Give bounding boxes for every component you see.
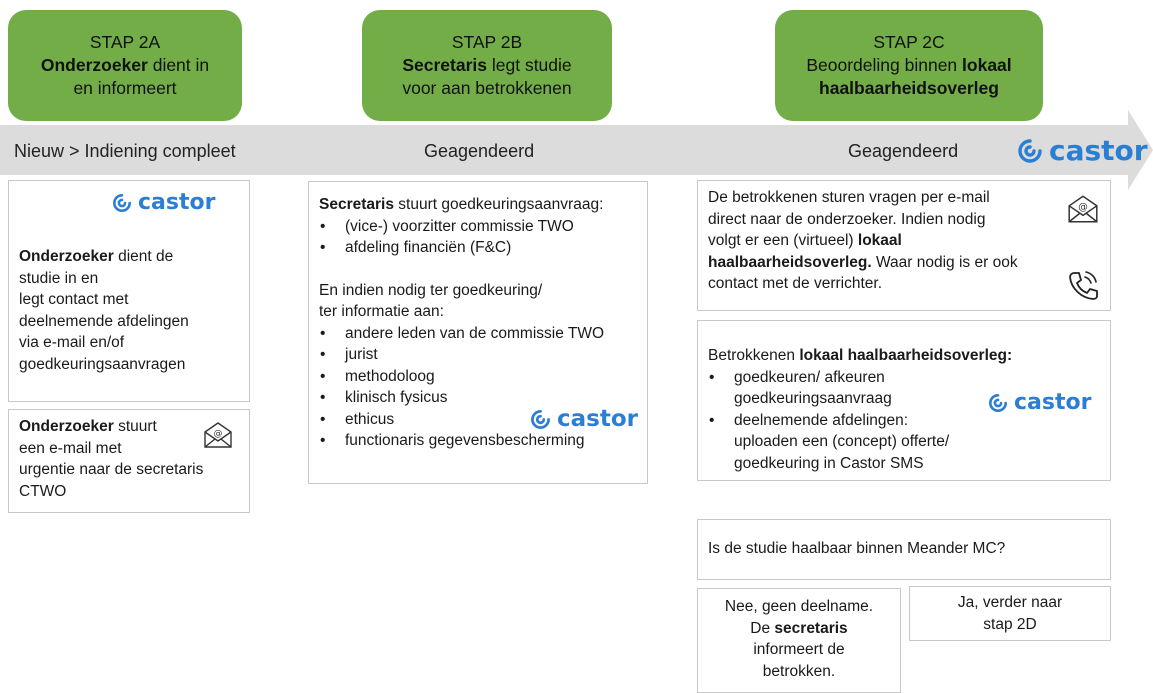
- col2-mid-line2: ter informatie aan:: [319, 303, 444, 320]
- castor-logo-text: castor: [138, 190, 216, 215]
- col3-questions-box: De betrokkenen sturen vragen per e-mail …: [697, 180, 1111, 311]
- phase-label-2b: Geagendeerd: [424, 141, 535, 161]
- step-2c-bold-line2: haalbaarheidsoverleg: [819, 78, 999, 98]
- col2-list-approval: (vice-) voorzitter commissie TWO afdelin…: [319, 216, 639, 259]
- list-item: deelnemende afdelingen: uploaden een (co…: [708, 410, 1100, 475]
- col1-box1-line6: goedkeuringsaanvragen: [19, 355, 186, 373]
- list-item: ethicus: [319, 409, 639, 431]
- col1-box1-line5: via e-mail en/of: [19, 334, 125, 351]
- phase-label-2a: Nieuw > Indiening compleet: [14, 141, 236, 161]
- col3-box1-line3: volgt er een (virtueel): [708, 232, 858, 249]
- col1-box2-line2: een e-mail met: [19, 439, 122, 457]
- feasibility-question-box: Is de studie haalbaar binnen Meander MC?: [697, 519, 1111, 580]
- col2-mid-line1: En indien nodig ter goedkeuring/: [319, 281, 543, 299]
- list-item-line: goedkeuren/ afkeuren: [734, 368, 885, 386]
- col3-box1-line4: Waar nodig is er ook: [871, 253, 1018, 271]
- list-item: jurist: [319, 344, 639, 366]
- step-2b-title: STAP 2B: [451, 32, 523, 52]
- col1-box2-role: Onderzoeker: [19, 418, 114, 435]
- col1-box1-line4: deelnemende afdelingen: [19, 312, 189, 330]
- step-2a-header: STAP 2A Onderzoeker dient in en informee…: [8, 10, 242, 121]
- list-item: (vice-) voorzitter commissie TWO: [319, 216, 639, 238]
- svg-text:@: @: [214, 429, 223, 439]
- castor-logo-text: castor: [557, 406, 638, 432]
- list-item: methodoloog: [319, 366, 639, 388]
- step-2a-action-line2: en informeert: [73, 78, 177, 98]
- col2-secretary-box: Secretaris stuurt goedkeuringsaanvraag: …: [308, 181, 648, 484]
- col3-box2-intro: Betrokkenen: [708, 347, 800, 364]
- col2-list-info: andere leden van de commissie TWO jurist…: [319, 323, 639, 452]
- col1-box2-line1: stuurt: [113, 418, 157, 435]
- col1-box1-line2: studie in en: [19, 269, 99, 287]
- email-icon: @: [204, 422, 232, 448]
- col2-intro: stuurt goedkeuringsaanvraag:: [393, 196, 604, 213]
- step-2b-role: Secretaris: [402, 55, 487, 75]
- col3-box1-line1: De betrokkenen sturen vragen per e-mail: [708, 189, 990, 206]
- list-item: klinisch fysicus: [319, 387, 639, 409]
- step-2a-title: STAP 2A: [89, 32, 161, 52]
- col1-submit-box: Onderzoeker dient de studie in en legt c…: [8, 180, 250, 402]
- col3-feasibility-box: Betrokkenen lokaal haalbaarheidsoverleg:…: [697, 320, 1111, 481]
- step-2c-action: Beoordeling binnen: [806, 55, 963, 75]
- list-item-line: goedkeuring in Castor SMS: [734, 454, 924, 472]
- castor-logo-arrow: castor: [1017, 134, 1148, 167]
- outcome-yes-line1: Ja, verder naar: [957, 594, 1063, 611]
- step-2a-role: Onderzoeker: [40, 55, 148, 75]
- outcome-no-line1: Nee, geen deelname.: [724, 598, 874, 615]
- outcome-no-line3: informeert de: [753, 641, 845, 658]
- col3-box1-line5: contact met de verrichter.: [708, 275, 883, 292]
- phase-label-2c: Geagendeerd: [848, 141, 959, 161]
- outcome-yes-line2: stap 2D: [983, 615, 1037, 633]
- list-item-line: deelnemende afdelingen:: [734, 411, 909, 429]
- col1-box1-line1: dient de: [113, 248, 174, 265]
- col3-box2-list: goedkeuren/ afkeuren goedkeuringsaanvraa…: [708, 367, 1100, 475]
- castor-logo-col1: castor: [112, 190, 215, 215]
- outcome-yes-box: Ja, verder naar stap 2D: [909, 586, 1111, 641]
- castor-logo-col3: castor: [988, 390, 1091, 415]
- castor-logo-icon: [531, 409, 550, 429]
- col3-box1-line2: direct naar de onderzoeker. Indien nodig: [708, 210, 986, 228]
- col2-role: Secretaris: [319, 196, 394, 213]
- step-2b-header: STAP 2B Secretaris legt studie voor aan …: [362, 10, 612, 121]
- col1-box1-line3: legt contact met: [19, 291, 129, 308]
- col1-box2-line4: CTWO: [19, 482, 67, 500]
- svg-text:@: @: [1078, 202, 1088, 213]
- step-2a-action: dient in: [147, 55, 210, 75]
- step-2b-action-line2: voor aan betrokkenen: [402, 78, 572, 98]
- outcome-no-role: secretaris: [774, 619, 848, 637]
- timeline-arrow: [0, 110, 1153, 190]
- castor-logo-icon: [113, 193, 131, 212]
- castor-logo-col2: castor: [530, 406, 638, 432]
- castor-logo-icon: [1018, 138, 1042, 163]
- list-item-line: goedkeuringsaanvraag: [734, 390, 892, 407]
- step-2c-bold: lokaal: [962, 55, 1012, 75]
- list-item: andere leden van de commissie TWO: [319, 323, 639, 345]
- castor-logo-icon: [989, 393, 1007, 412]
- feasibility-question: Is de studie haalbaar binnen Meander MC?: [708, 540, 1006, 557]
- outcome-no-line4: betrokken.: [762, 662, 836, 680]
- list-item: afdeling financiën (F&C): [319, 237, 639, 259]
- list-item-line: uploaden een (concept) offerte/: [734, 433, 950, 450]
- list-item: goedkeuren/ afkeuren goedkeuringsaanvraa…: [708, 367, 1100, 410]
- col3-box2-bold: lokaal haalbaarheidsoverleg:: [799, 347, 1013, 364]
- phone-icon: [1069, 271, 1098, 300]
- col3-box1-line4-bold: haalbaarheidsoverleg.: [708, 253, 872, 271]
- outcome-no-box: Nee, geen deelname. De secretaris inform…: [697, 588, 901, 693]
- col3-box1-line3-bold: lokaal: [857, 232, 902, 249]
- step-2c-title: STAP 2C: [873, 32, 945, 52]
- col1-box2-line3: urgentie naar de secretaris: [19, 461, 204, 478]
- castor-logo-text: castor: [1014, 390, 1092, 415]
- step-2b-action: legt studie: [487, 55, 572, 75]
- col1-box1-role: Onderzoeker: [19, 248, 114, 265]
- step-2c-header: STAP 2C Beoordeling binnen lokaal haalba…: [775, 10, 1043, 121]
- col1-email-box: Onderzoeker stuurt een e-mail met urgent…: [8, 409, 250, 513]
- outcome-no-line2: De: [750, 619, 775, 637]
- list-item: functionaris gegevensbescherming: [319, 430, 639, 452]
- email-icon: @: [1068, 195, 1098, 223]
- castor-logo-text: castor: [1049, 134, 1148, 167]
